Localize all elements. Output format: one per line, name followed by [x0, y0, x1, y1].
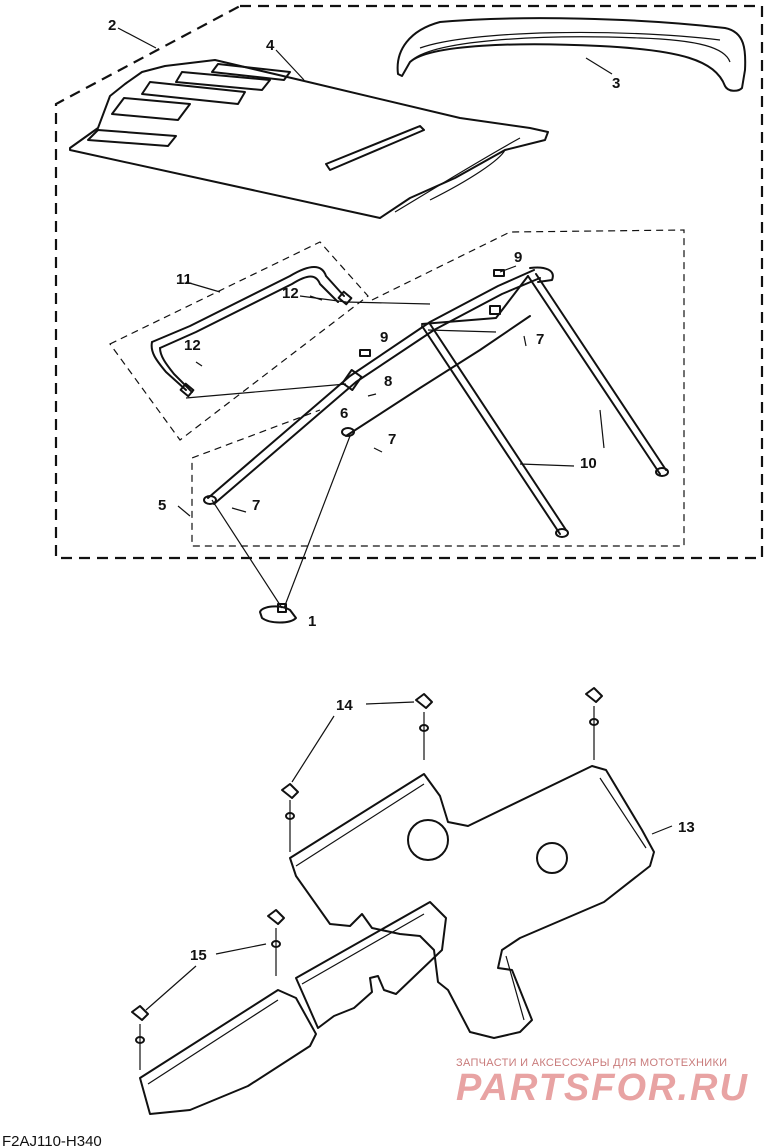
- part-1-cap: [211, 435, 351, 624]
- callout-12-left: 12: [184, 337, 201, 354]
- callout-8: 8: [384, 373, 392, 390]
- callout-5: 5: [158, 497, 166, 514]
- watermark-brand: PARTSFOR.RU: [456, 1067, 749, 1109]
- part-5-lower-tube: [345, 315, 531, 437]
- callout-7-left: 7: [252, 497, 260, 514]
- callout-4: 4: [266, 37, 275, 54]
- leader-lines-top: [117, 27, 613, 517]
- callout-7-mid: 7: [388, 431, 396, 448]
- frame-group-dashed-outline: [191, 229, 685, 547]
- callout-14: 14: [336, 697, 353, 714]
- part-15-panels: [139, 901, 447, 1115]
- part-11-group-dashed-outline: [109, 241, 369, 441]
- part-6-connector: [341, 369, 363, 391]
- part-10-rear-struts: [421, 273, 669, 538]
- fasteners-14-15: [131, 687, 603, 1070]
- callout-6: 6: [340, 405, 348, 422]
- callout-10: 10: [580, 455, 597, 472]
- callout-9-top: 9: [514, 249, 522, 266]
- callout-3: 3: [612, 75, 620, 92]
- callout-7-right: 7: [536, 331, 544, 348]
- callout-2: 2: [108, 17, 116, 34]
- diagram-code: F2AJ110-H340: [2, 1133, 102, 1148]
- part-4-canopy: [69, 59, 549, 219]
- leader-lines-bottom: [145, 701, 673, 1011]
- callout-1: 1: [308, 613, 316, 630]
- callout-11: 11: [176, 271, 192, 288]
- part-11-bow: [150, 266, 353, 398]
- callout-12-top: 12: [282, 285, 299, 302]
- part-7-bolt-lower: [341, 427, 355, 437]
- callout-13: 13: [678, 819, 695, 836]
- watermark-tagline: ЗАПЧАСТИ И АКСЕССУАРЫ ДЛЯ МОТОТЕХНИКИ: [456, 1057, 727, 1069]
- part-13-cover: [289, 765, 655, 1039]
- callout-9-mid: 9: [380, 329, 388, 346]
- callout-15: 15: [190, 947, 207, 964]
- part-3-visor: [396, 17, 747, 92]
- group-2-dashed-outline: [54, 4, 764, 560]
